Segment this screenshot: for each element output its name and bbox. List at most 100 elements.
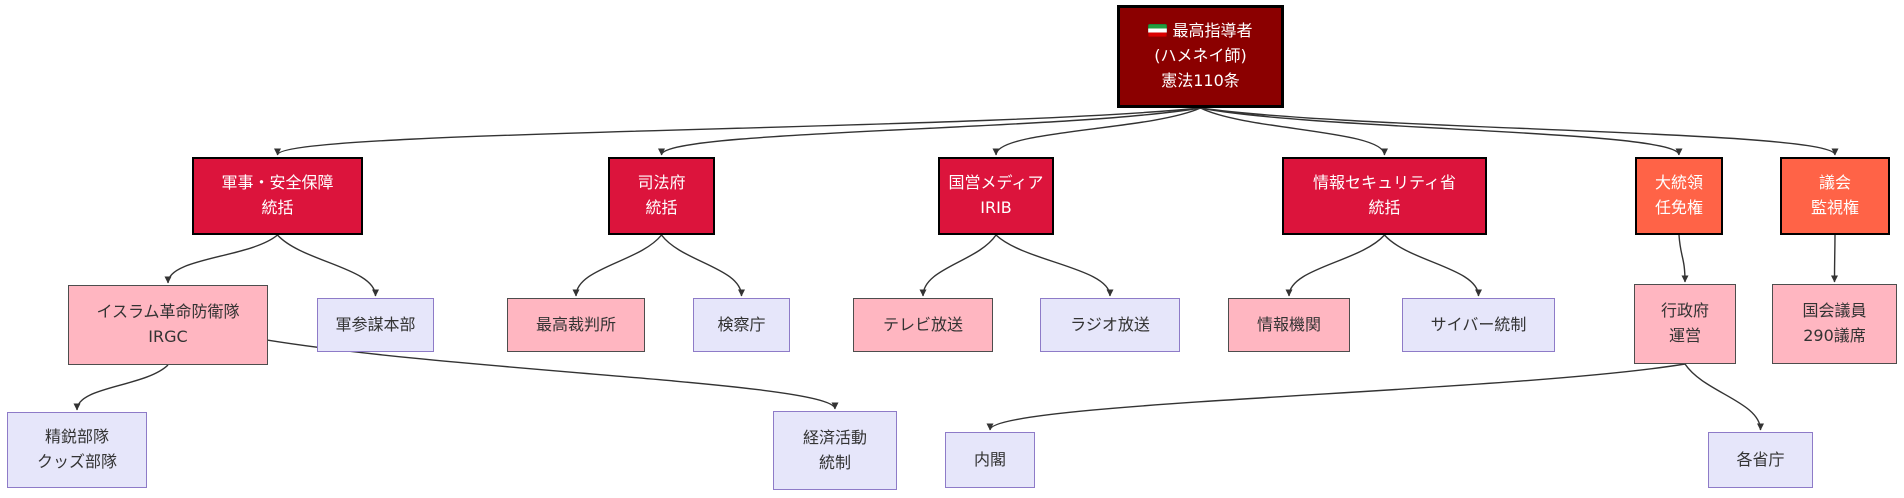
elite-quds-force-text: 精鋭部隊 [44, 427, 109, 447]
diet-members: 国会議員 290議席 [1772, 284, 1897, 364]
military-security-text: 統括 [261, 198, 294, 217]
edge-state-media-to-tv-broadcast [919, 234, 997, 297]
economic-control-text: 統制 [818, 452, 851, 472]
iran-flag-icon [1148, 24, 1168, 38]
general-staff-text: 軍参謀本部 [335, 314, 416, 334]
supreme-leader-text: 最高指導者 [1172, 21, 1253, 41]
elite-quds-force-text: クッズ部隊 [36, 452, 117, 471]
edge-supreme-leader-to-judiciary [658, 107, 1201, 156]
state-media-text: 国営メディア [948, 173, 1044, 193]
edge-judiciary-to-prosecutor-office [660, 234, 745, 297]
intelligence-ministry: 情報セキュリティ省統括 [1282, 157, 1487, 235]
ministries: 各省庁 [1708, 432, 1813, 488]
ministries-label-line: 各省庁 [1736, 448, 1784, 473]
intelligence-ministry-label-line: 情報セキュリティ省 [1313, 171, 1456, 196]
supreme-leader: 最高指導者 (ハメネイ師) 憲法110条 [1117, 5, 1284, 108]
irgc-label-line: IRGC [148, 325, 187, 350]
supreme-court-text: 最高裁判所 [535, 314, 616, 334]
supreme-leader-label-line: 憲法110条 [1161, 69, 1240, 94]
edge-supreme-leader-to-president [1200, 107, 1683, 156]
administration-label-line: 行政府 [1661, 299, 1709, 324]
cabinet-text: 内閣 [973, 449, 1006, 469]
president-text: 大統領 [1654, 173, 1703, 193]
parliament-label-line: 議会 [1819, 171, 1851, 196]
edge-supreme-leader-to-military-security [274, 107, 1201, 156]
edge-irgc-to-economic-control [267, 339, 839, 410]
edge-irgc-to-elite-quds-force [73, 364, 169, 411]
supreme-leader-label-line: (ハメネイ師) [1154, 44, 1247, 69]
irgc-label-line: イスラム革命防衛隊 [96, 300, 239, 325]
intelligence-ministry-text: 統括 [1368, 198, 1401, 217]
edge-intelligence-ministry-to-intelligence-agency [1285, 234, 1386, 297]
edge-military-security-to-irgc [164, 234, 278, 284]
judiciary: 司法府統括 [608, 157, 715, 235]
supreme-court: 最高裁判所 [507, 298, 645, 352]
intelligence-ministry-label-line: 統括 [1368, 196, 1400, 221]
edge-military-security-to-general-staff [276, 234, 379, 297]
edge-president-to-administration [1678, 234, 1689, 283]
military-security: 軍事・安全保障統括 [192, 157, 363, 235]
prosecutor-office: 検察庁 [693, 298, 790, 352]
economic-control-label-line: 統制 [819, 451, 851, 476]
administration-text: 運営 [1668, 326, 1701, 345]
administration-label-line: 運営 [1669, 324, 1701, 349]
irgc-text: イスラム革命防衛隊 [96, 302, 240, 322]
radio-broadcast: ラジオ放送 [1040, 298, 1180, 352]
elite-quds-force-label-line: クッズ部隊 [37, 450, 117, 475]
supreme-leader-label-line: 最高指導者 [1148, 19, 1253, 44]
judiciary-label-line: 統括 [645, 196, 677, 221]
elite-quds-force-label-line: 精鋭部隊 [45, 425, 109, 450]
economic-control: 経済活動統制 [773, 411, 897, 490]
intelligence-agency-text: 情報機関 [1256, 314, 1321, 334]
parliament-label-line: 監視権 [1811, 196, 1859, 221]
edge-intelligence-ministry-to-cyber-control [1383, 234, 1482, 297]
military-security-label-line: 統括 [261, 196, 293, 221]
edge-state-media-to-radio-broadcast [995, 234, 1114, 297]
edge-administration-to-cabinet [986, 363, 1686, 431]
radio-broadcast-text: ラジオ放送 [1070, 314, 1150, 334]
prosecutor-office-text: 検察庁 [717, 314, 766, 334]
supreme-court-label-line: 最高裁判所 [536, 313, 616, 338]
diet-members-label-line: 国会議員 [1802, 299, 1866, 324]
cyber-control-label-line: サイバー統制 [1431, 313, 1527, 338]
parliament: 議会監視権 [1780, 157, 1890, 235]
edge-supreme-leader-to-parliament [1200, 107, 1839, 156]
edge-supreme-leader-to-intelligence-ministry [1200, 107, 1388, 156]
supreme-leader-text: 憲法110条 [1161, 70, 1240, 90]
state-media-text: IRIB [980, 198, 1012, 217]
edge-administration-to-ministries [1684, 363, 1764, 431]
administration-text: 行政府 [1660, 301, 1709, 321]
irgc-text: IRGC [148, 327, 188, 346]
judiciary-text: 司法府 [637, 173, 686, 193]
state-media: 国営メディア IRIB [938, 157, 1054, 235]
state-media-label-line: IRIB [980, 196, 1012, 221]
judiciary-text: 統括 [645, 198, 678, 217]
edge-supreme-leader-to-state-media [992, 107, 1201, 156]
state-media-label-line: 国営メディア [949, 171, 1044, 196]
elite-quds-force: 精鋭部隊クッズ部隊 [7, 412, 147, 488]
tv-broadcast-label-line: テレビ放送 [883, 313, 963, 338]
president-label-line: 大統領 [1655, 171, 1703, 196]
irgc: イスラム革命防衛隊 IRGC [68, 285, 268, 365]
cabinet: 内閣 [945, 432, 1035, 488]
supreme-leader-text: (ハメネイ師) [1154, 46, 1247, 66]
intelligence-agency: 情報機関 [1228, 298, 1350, 352]
diet-members-label-line: 290議席 [1803, 324, 1866, 349]
ministries-text: 各省庁 [1736, 449, 1785, 469]
economic-control-text: 経済活動 [802, 427, 867, 447]
general-staff-label-line: 軍参謀本部 [335, 313, 415, 338]
cyber-control: サイバー統制 [1402, 298, 1555, 352]
military-security-text: 軍事・安全保障 [221, 173, 334, 193]
general-staff: 軍参謀本部 [317, 298, 434, 352]
intelligence-agency-label-line: 情報機関 [1257, 313, 1321, 338]
diet-members-text: 290議席 [1803, 326, 1866, 345]
edge-parliament-to-diet-members [1831, 234, 1839, 283]
president-label-line: 任免権 [1655, 196, 1703, 221]
parliament-text: 議会 [1818, 173, 1851, 193]
diet-members-text: 国会議員 [1802, 301, 1867, 321]
president: 大統領任免権 [1635, 157, 1723, 235]
cabinet-label-line: 内閣 [974, 448, 1006, 473]
radio-broadcast-label-line: ラジオ放送 [1070, 313, 1150, 338]
